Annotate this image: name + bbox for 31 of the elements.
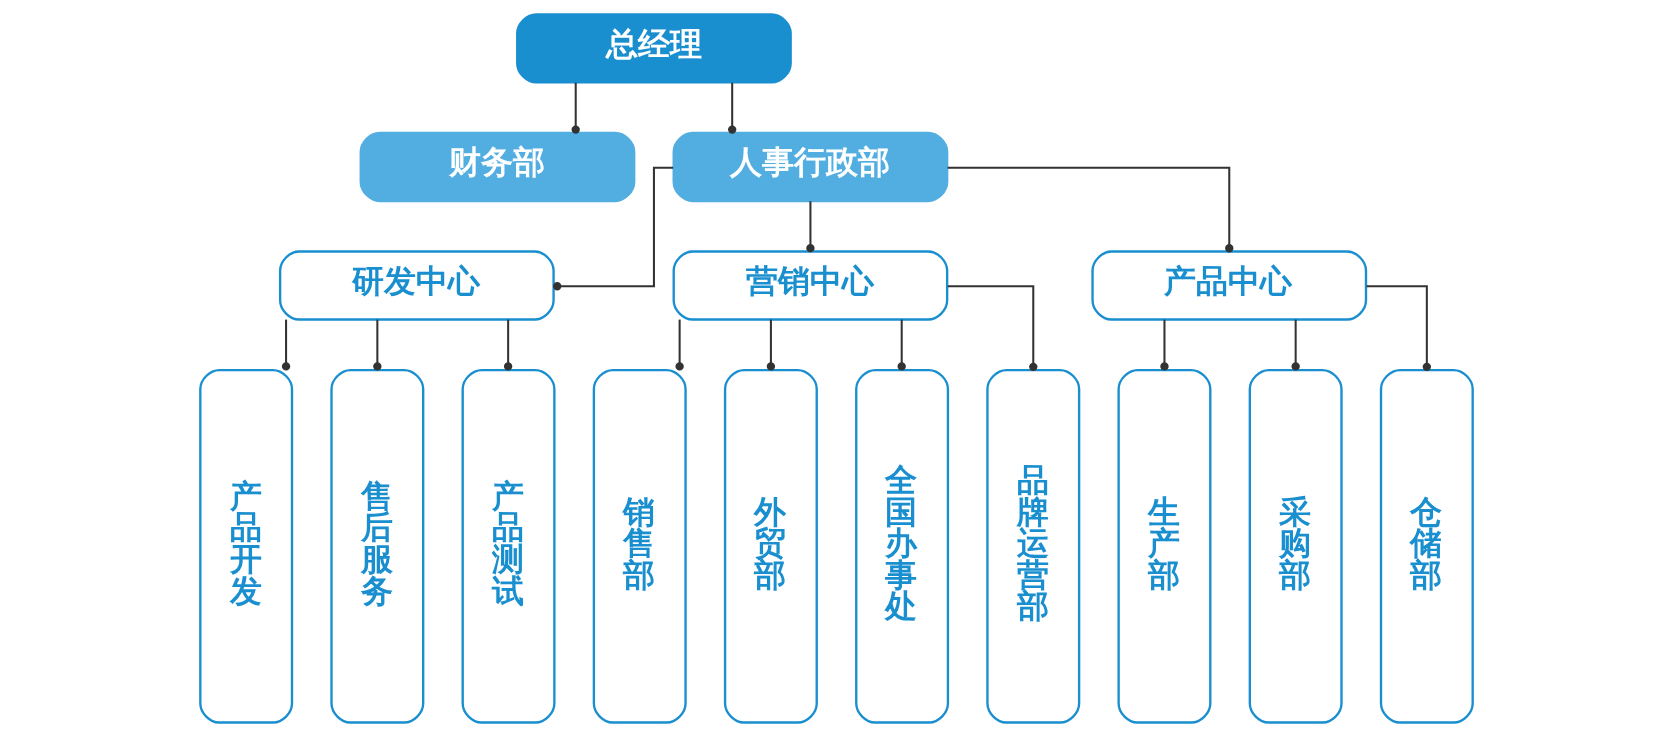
connector [1366, 285, 1431, 372]
connector [674, 319, 684, 371]
node-box: 人事行政部 [672, 131, 948, 203]
node-box: 总经理 [515, 13, 792, 84]
connector [552, 166, 673, 291]
node-box: 采购部 [1248, 368, 1343, 724]
node-box: 生产部 [1116, 368, 1211, 724]
node-box: 产品开发 [198, 368, 293, 724]
node-box: 仓储部 [1379, 368, 1474, 724]
node-box: 品牌运营部 [985, 368, 1080, 724]
node-box: 全国办事处 [854, 368, 949, 724]
connector [1290, 319, 1300, 371]
node-box: 销售部 [592, 368, 687, 724]
connector [897, 319, 906, 371]
connector [571, 82, 580, 134]
connector [805, 201, 815, 253]
connector [947, 166, 1233, 253]
connector [281, 319, 290, 371]
node-box: 营销中心 [672, 250, 948, 321]
connector [766, 319, 775, 371]
node-box: 外贸部 [723, 368, 818, 724]
node-box: 售后服务 [329, 368, 424, 724]
node-box: 财务部 [359, 131, 635, 203]
connector [372, 319, 382, 371]
node-box: 产品中心 [1090, 250, 1367, 321]
node-box: 产品测试 [461, 368, 556, 724]
connector [727, 82, 736, 134]
connector [1159, 319, 1169, 371]
node-box: 研发中心 [278, 250, 555, 321]
connector [947, 285, 1037, 372]
connector [503, 319, 512, 371]
